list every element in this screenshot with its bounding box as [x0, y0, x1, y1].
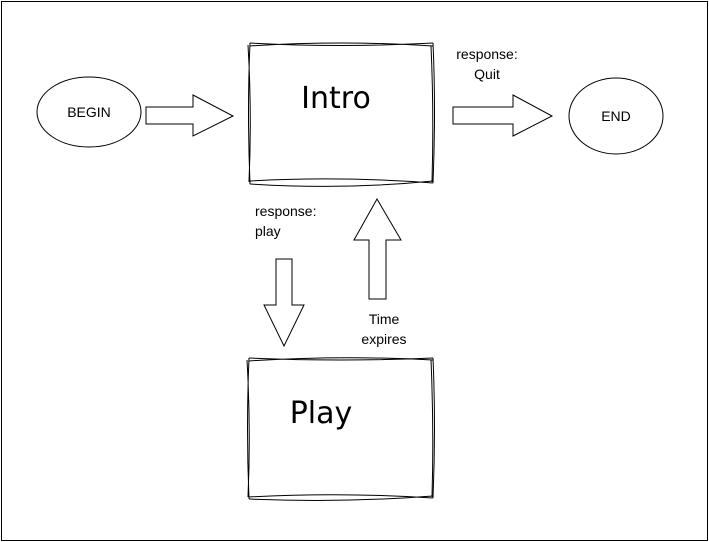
intro-box-left-stroke [247, 42, 251, 185]
label-response-quit-line1: response: [456, 46, 517, 62]
play-box-bottom-stroke [248, 494, 434, 501]
arrow-begin-to-intro [145, 94, 235, 137]
label-response-play-line1: response: [255, 203, 316, 219]
intro-box-top-stroke [249, 42, 434, 47]
intro-node[interactable]: Intro [247, 42, 435, 187]
play-node[interactable]: Play [246, 357, 435, 501]
intro-box-right-stroke [430, 42, 435, 184]
intro-box-fill [250, 43, 433, 183]
arrow-intro-to-end [452, 94, 554, 137]
intro-label: Intro [301, 81, 371, 116]
begin-label: BEGIN [67, 104, 111, 120]
label-response-play: response: play [255, 203, 316, 239]
play-box-top-stroke [248, 357, 434, 362]
play-label: Play [290, 396, 353, 431]
label-time-expires: Time expires [361, 311, 406, 347]
arrow-intro-to-play [263, 258, 305, 348]
label-response-quit: response: Quit [456, 46, 517, 82]
label-response-play-line2: play [255, 223, 281, 239]
end-ellipse [568, 77, 664, 155]
play-box-left-stroke [246, 357, 250, 500]
play-box-right-stroke [430, 357, 435, 499]
label-time-expires-line1: Time [369, 311, 400, 327]
begin-ellipse [36, 76, 142, 148]
begin-node[interactable]: BEGIN [36, 76, 142, 148]
end-node[interactable]: END [568, 77, 664, 155]
play-box-fill [249, 358, 433, 498]
end-label: END [601, 108, 631, 124]
label-response-quit-line2: Quit [474, 66, 500, 82]
arrow-play-to-intro [353, 197, 402, 300]
label-time-expires-line2: expires [361, 331, 406, 347]
intro-box-bottom-stroke [249, 178, 434, 187]
